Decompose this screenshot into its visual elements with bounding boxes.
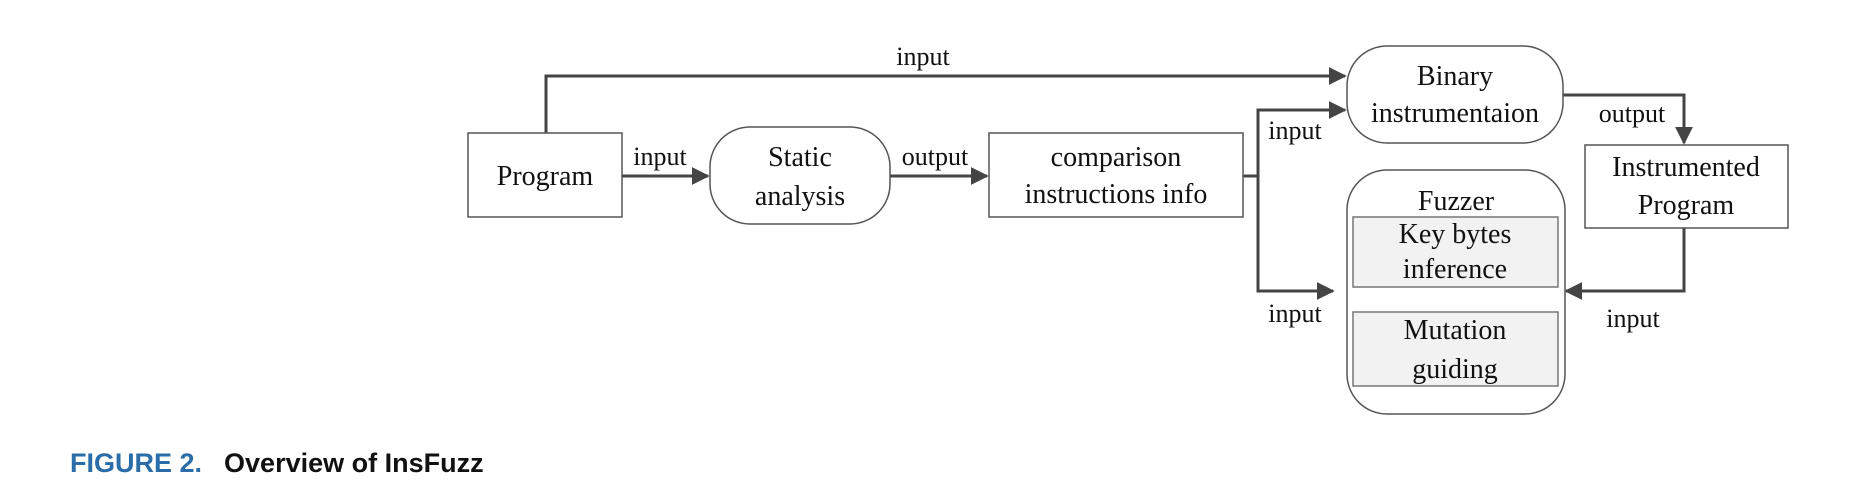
- instrumented-program-line1: Instrumented: [1612, 152, 1760, 183]
- static-analysis-line2: analysis: [755, 181, 845, 212]
- edge-binary-to-instrumented: [1563, 93, 1693, 145]
- figure-label: FIGURE 2.: [70, 448, 203, 478]
- binary-instrumentation-node: Binary instrumentaion: [1346, 45, 1564, 144]
- figure-title: Overview of InsFuzz: [224, 448, 484, 478]
- edge-label-program-to-static: input: [633, 142, 687, 171]
- binary-instrumentation-line2: instrumentaion: [1371, 98, 1539, 129]
- insfuzz-overview-diagram: input input output input input output in…: [467, 42, 1789, 415]
- key-bytes-inference-node: Key bytes inference: [1352, 216, 1559, 288]
- edge-label-program-to-binary: input: [896, 42, 950, 71]
- edge-label-comparison-to-binary: input: [1268, 116, 1322, 145]
- program-node: Program: [467, 132, 623, 218]
- edge-instrumented-to-fuzzer: [1564, 228, 1686, 300]
- figure-caption: FIGURE 2. Overview of InsFuzz: [70, 448, 484, 479]
- static-analysis-node: Static analysis: [709, 126, 891, 225]
- edge-label-static-to-comparison: output: [902, 142, 969, 171]
- edge-comparison-branch: [1243, 101, 1347, 178]
- edge-label-binary-to-instrumented: output: [1599, 99, 1666, 128]
- edge-comparison-to-fuzzer: [1256, 176, 1335, 300]
- comparison-info-node: comparison instructions info: [988, 132, 1244, 218]
- fuzzer-node: Fuzzer Key bytes inference Mutation guid…: [1346, 169, 1566, 415]
- mutation-guiding-node: Mutation guiding: [1352, 311, 1559, 387]
- key-bytes-line1: Key bytes: [1399, 219, 1512, 250]
- instrumented-program-node: Instrumented Program: [1584, 144, 1789, 229]
- edge-program-to-binary: [544, 67, 1347, 133]
- edge-label-instrumented-to-fuzzer: input: [1606, 304, 1660, 333]
- edge-label-comparison-to-fuzzer: input: [1268, 299, 1322, 328]
- mutation-line1: Mutation: [1404, 315, 1507, 346]
- mutation-line2: guiding: [1412, 354, 1498, 385]
- comparison-info-line1: comparison: [1051, 142, 1182, 173]
- comparison-info-line2: instructions info: [1025, 179, 1208, 210]
- key-bytes-line2: inference: [1403, 254, 1507, 285]
- program-label: Program: [497, 161, 594, 192]
- fuzzer-label: Fuzzer: [1418, 186, 1495, 217]
- static-analysis-line1: Static: [768, 142, 832, 173]
- instrumented-program-line2: Program: [1638, 190, 1735, 221]
- binary-instrumentation-line1: Binary: [1417, 61, 1493, 92]
